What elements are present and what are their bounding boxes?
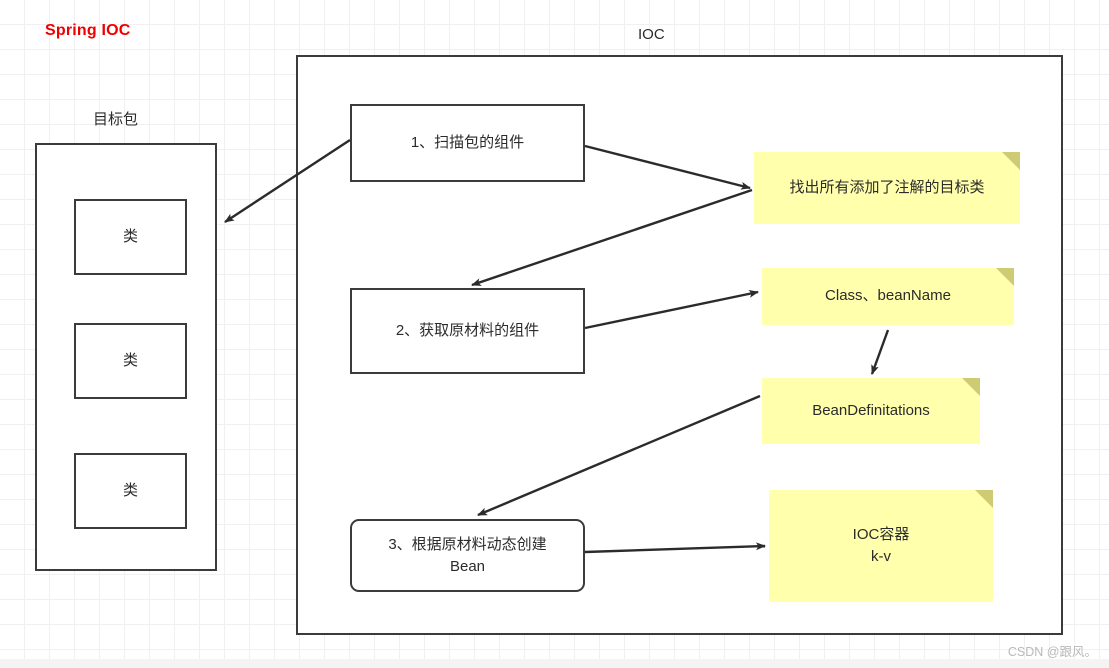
class-box-2-label: 类 <box>122 352 138 370</box>
note-ioc-container-line-2: k-v <box>870 548 891 565</box>
ioc-container-title: IOC <box>638 26 665 43</box>
bottom-strip <box>0 659 1109 668</box>
note-ioc-container-label: IOC容器 k-v <box>843 524 920 569</box>
note-annotated-classes-fold-icon <box>1002 152 1020 170</box>
step-box-3-line-1: 3、根据原材料动态创建 <box>388 535 547 553</box>
note-class-beanname-label: Class、beanName <box>825 287 951 305</box>
class-box-3-label: 类 <box>122 482 138 500</box>
class-box-3[interactable]: 类 <box>74 453 187 529</box>
note-beandefinitations-label: BeanDefinitations <box>812 401 930 419</box>
note-annotated-classes-label: 找出所有添加了注解的目标类 <box>789 178 985 196</box>
step-box-3-label: 3、根据原材料动态创建 Bean <box>388 534 546 578</box>
step-box-1[interactable]: 1、扫描包的组件 <box>350 104 585 182</box>
note-annotated-classes[interactable]: 找出所有添加了注解的目标类 <box>754 152 1020 224</box>
note-ioc-container[interactable]: IOC容器 k-v <box>769 490 993 602</box>
note-class-beanname[interactable]: Class、beanName <box>762 268 1014 325</box>
class-box-2[interactable]: 类 <box>74 323 187 399</box>
watermark: CSDN @跟风。 <box>1007 645 1097 659</box>
class-box-1-label: 类 <box>122 228 138 246</box>
step-box-1-label: 1、扫描包的组件 <box>410 134 525 152</box>
note-ioc-container-line-1: IOC容器 <box>852 525 910 543</box>
page-title-spring-ioc: Spring IOC <box>45 22 131 39</box>
step-box-2[interactable]: 2、获取原材料的组件 <box>350 288 585 374</box>
class-box-1[interactable]: 类 <box>74 199 187 275</box>
note-ioc-container-fold-icon <box>975 490 993 508</box>
step-box-3[interactable]: 3、根据原材料动态创建 Bean <box>350 519 585 592</box>
step-box-3-line-2: Bean <box>449 557 486 575</box>
note-beandefinitations-fold-icon <box>962 378 980 396</box>
note-beandefinitations[interactable]: BeanDefinitations <box>762 378 980 444</box>
target-package-label: 目标包 <box>93 111 139 128</box>
step-box-2-label: 2、获取原材料的组件 <box>395 322 540 340</box>
note-class-beanname-fold-icon <box>996 268 1014 286</box>
